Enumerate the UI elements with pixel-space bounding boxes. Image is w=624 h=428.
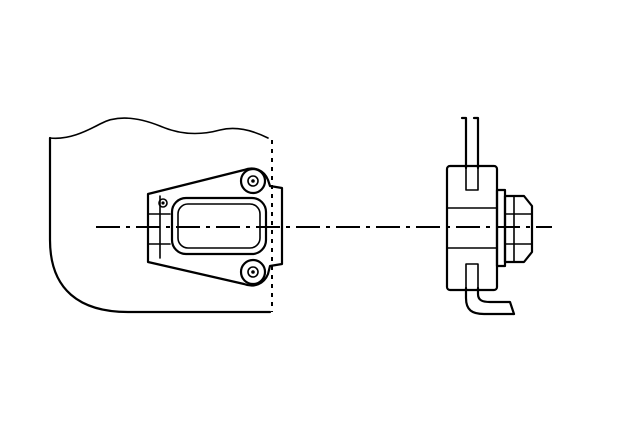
mounting-stud-lower [239, 258, 267, 286]
cylinder-head-side-view [48, 117, 273, 314]
tab-wire [460, 116, 516, 316]
mounting-stud-upper [239, 167, 267, 195]
